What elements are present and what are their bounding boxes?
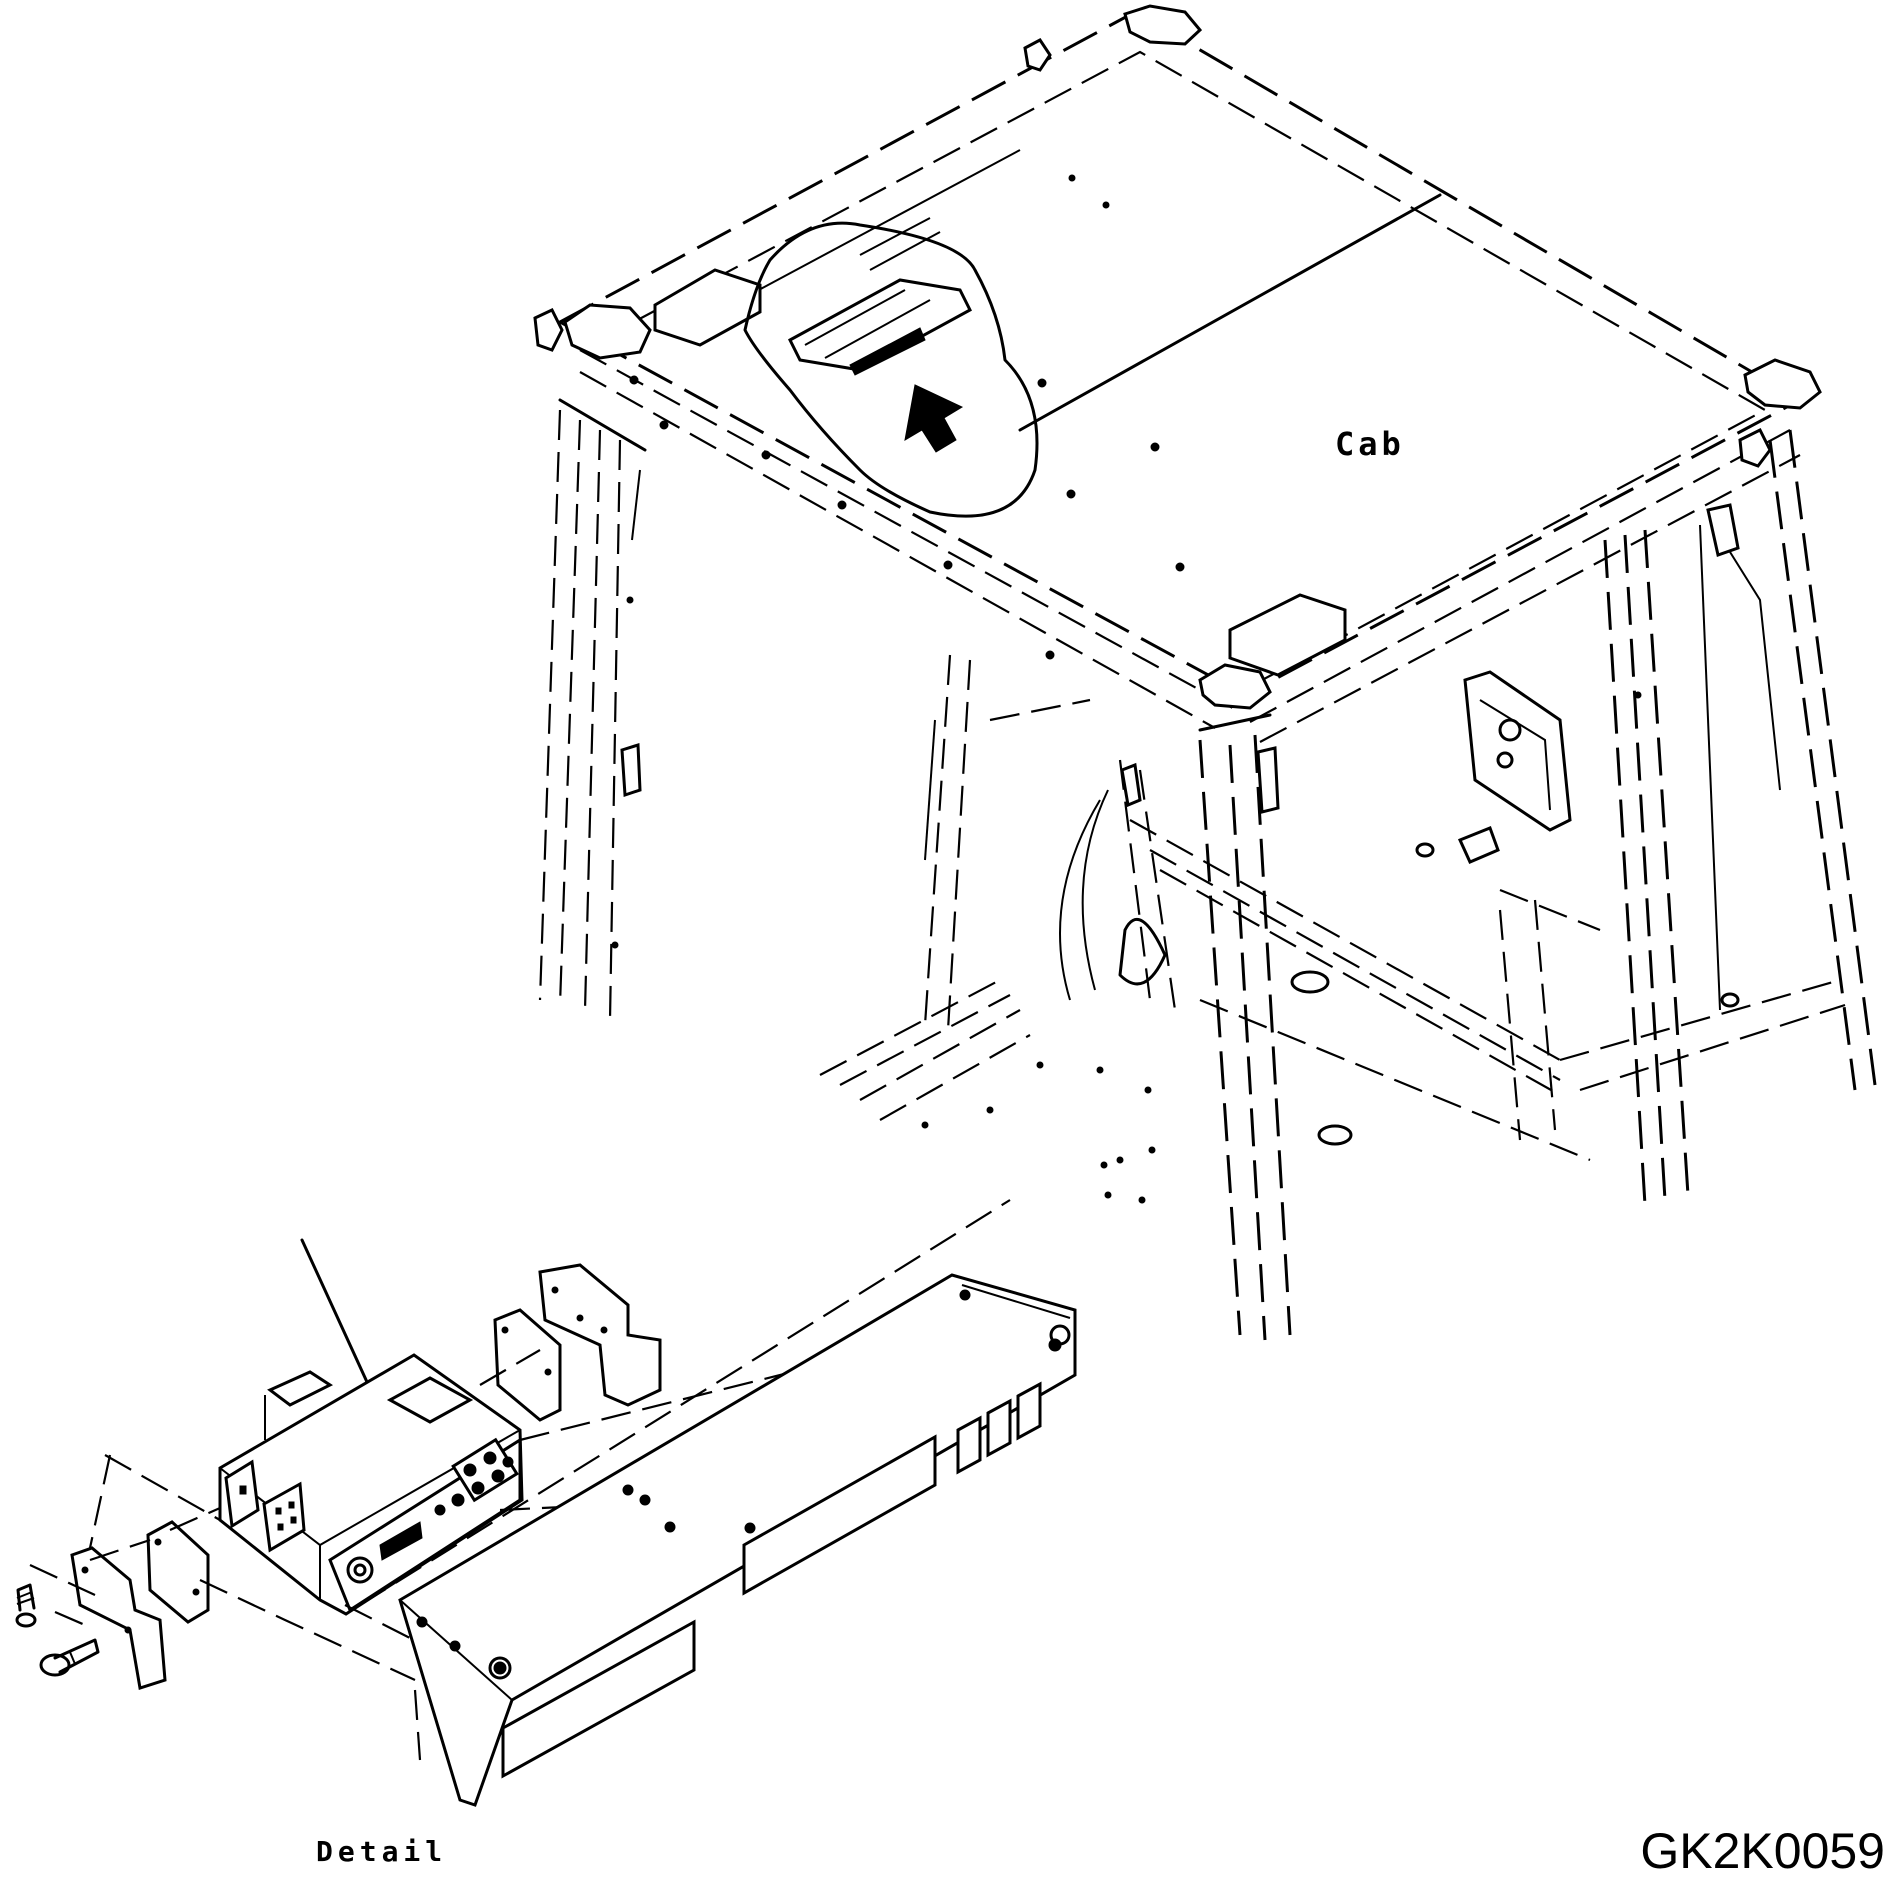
bolt — [39, 1638, 100, 1677]
spacer-plate-lower — [146, 1520, 210, 1624]
bracket-upper — [538, 1263, 662, 1407]
drawing-code: GK2K0059 — [1640, 1823, 1885, 1879]
leader-line — [300, 1238, 369, 1384]
spacer-plate-upper — [493, 1308, 562, 1422]
detail-label: Detail — [316, 1835, 448, 1868]
screw — [15, 1583, 37, 1628]
detail-callout — [743, 217, 1039, 518]
cab-frame — [533, 4, 1877, 1341]
bracket-lower — [70, 1546, 167, 1690]
cab-label: Cab — [1335, 425, 1405, 463]
arrow-icon — [904, 384, 964, 453]
radio-assembly — [15, 1199, 1077, 1807]
